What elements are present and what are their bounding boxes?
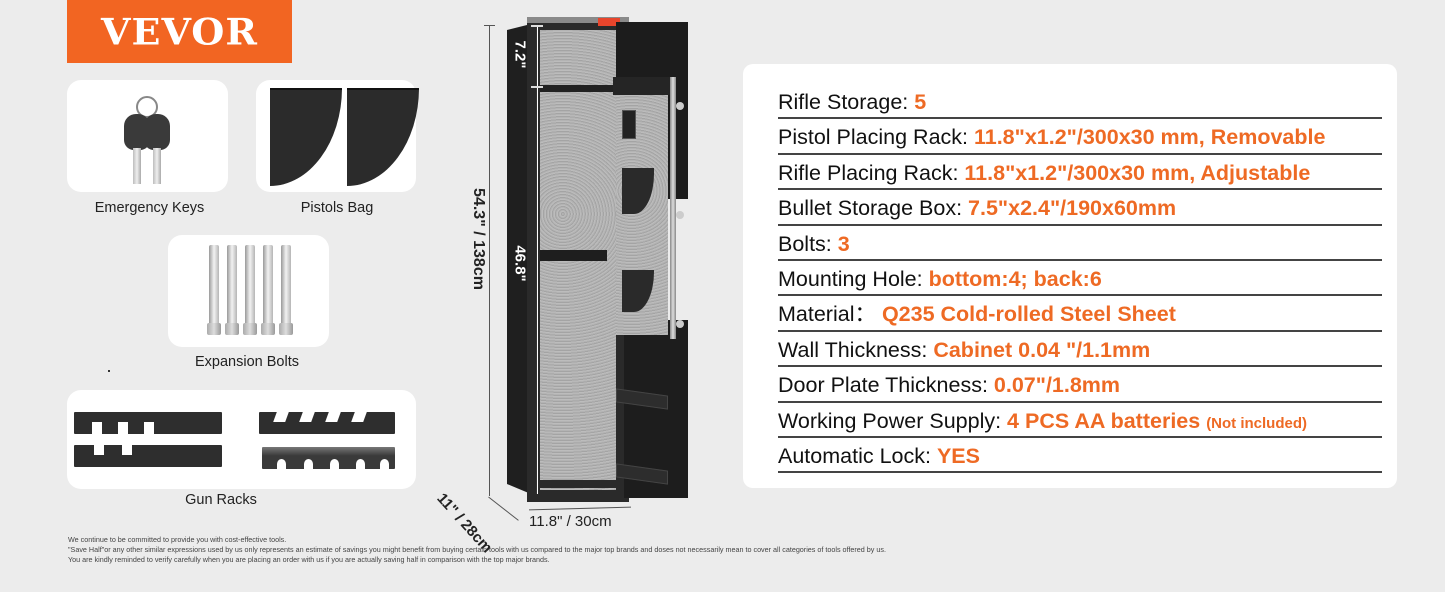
spec-label: Mounting Hole: bbox=[778, 267, 929, 291]
spec-value: 0.07"/1.8mm bbox=[993, 373, 1121, 398]
spec-value: 5 bbox=[914, 90, 927, 114]
spec-label: Bolts: bbox=[778, 231, 838, 256]
spec-label: Pistol Placing Rack: bbox=[778, 125, 974, 150]
spec-value: 11.8"x1.2"/300x30 mm, Removable bbox=[973, 125, 1326, 150]
inner-height-label: 46.8" bbox=[511, 245, 529, 282]
spec-row-wall-thickness: Wall Thickness: Cabinet 0.04 "/1.1mm bbox=[778, 332, 1382, 368]
cabinet-label-tag bbox=[598, 18, 620, 26]
depth-dimension-line bbox=[488, 496, 519, 521]
spec-row-automatic-lock: Automatic Lock: YES bbox=[778, 438, 1382, 474]
accessory-label-bolts: Expansion Bolts bbox=[195, 354, 299, 370]
spec-value: 3 bbox=[837, 231, 850, 256]
accessory-card-keys bbox=[67, 80, 228, 192]
rifle-rack-inner bbox=[540, 250, 607, 261]
spec-label: Rifle Placing Rack: bbox=[778, 160, 965, 185]
door-bolt-2 bbox=[676, 211, 684, 219]
door-bolt-1 bbox=[676, 102, 684, 110]
spec-row-bullet-box: Bullet Storage Box: 7.5"x2.4"/190x60mm bbox=[778, 190, 1382, 226]
spec-row-material: Material： Q235 Cold-rolled Steel Sheet bbox=[778, 296, 1382, 332]
gun-racks-icon bbox=[67, 390, 416, 489]
expansion-bolts-icon bbox=[201, 241, 297, 341]
disclaimer-line: We continue to be committed to provide y… bbox=[68, 535, 287, 544]
spec-label: Wall Thickness: bbox=[778, 337, 934, 362]
spec-value: 4 PCS AA batteries bbox=[1007, 408, 1207, 433]
spec-note: (Not included) bbox=[1206, 414, 1308, 432]
logo-text: VEVOR bbox=[101, 10, 258, 53]
spec-row-rifle-rack: Rifle Placing Rack: 11.8"x1.2"/300x30 mm… bbox=[778, 155, 1382, 191]
vevor-logo: VEVOR bbox=[67, 0, 292, 63]
spec-row-door-thickness: Door Plate Thickness: 0.07"/1.8mm bbox=[778, 367, 1382, 403]
spec-label: Automatic Lock: bbox=[778, 444, 937, 468]
spec-value: bottom:4; back:6 bbox=[928, 267, 1102, 291]
spec-row-bolts: Bolts: 3 bbox=[778, 226, 1382, 261]
accessory-card-pistol-bag bbox=[256, 80, 419, 192]
height-dim-tick-top bbox=[484, 25, 495, 26]
spec-value: 7.5"x2.4"/190x60mm bbox=[968, 196, 1177, 221]
disclaimer-text: We continue to be committed to provide y… bbox=[68, 535, 886, 565]
top-compartment-label: 7.2" bbox=[511, 40, 529, 69]
stray-dot bbox=[108, 370, 110, 372]
accessory-card-bolts bbox=[168, 235, 329, 347]
accessory-label-gun-racks: Gun Racks bbox=[185, 492, 257, 508]
inner-dimension-line bbox=[536, 26, 538, 494]
width-label: 11.8" / 30cm bbox=[529, 513, 612, 530]
disclaimer-line: "Save Half"or any other similar expressi… bbox=[68, 545, 886, 554]
spec-value: 11.8"x1.2"/300x30 mm, Adjustable bbox=[964, 160, 1311, 185]
accessory-card-gun-racks bbox=[67, 390, 416, 489]
spec-value: Cabinet 0.04 "/1.1mm bbox=[933, 337, 1151, 362]
inner-dim-tick-1 bbox=[531, 25, 543, 27]
spec-label: Door Plate Thickness: bbox=[778, 373, 994, 398]
disclaimer-line: You are kindly reminded to verify carefu… bbox=[68, 555, 550, 564]
spec-value: Q235 Cold-rolled Steel Sheet bbox=[881, 302, 1176, 327]
door-bolt-bar bbox=[670, 77, 676, 339]
specifications-panel: Rifle Storage: 5 Pistol Placing Rack: 11… bbox=[743, 64, 1397, 488]
door-top-bracket bbox=[613, 77, 670, 95]
spec-row-power-supply: Working Power Supply: 4 PCS AA batteries… bbox=[778, 403, 1382, 438]
spec-label: Working Power Supply: bbox=[778, 408, 1008, 433]
bullet-box bbox=[622, 110, 636, 139]
spec-row-rifle-storage: Rifle Storage: 5 bbox=[778, 84, 1382, 120]
gun-safe-cabinet-image: 54.3" / 138cm 7.2" 46.8" 11" / 28cm 11.8… bbox=[433, 0, 740, 556]
height-dimension-line bbox=[489, 26, 490, 496]
accessory-label-keys: Emergency Keys bbox=[94, 200, 205, 216]
spec-label: Bullet Storage Box: bbox=[778, 196, 969, 221]
spec-row-pistol-rack: Pistol Placing Rack: 11.8"x1.2"/300x30 m… bbox=[778, 119, 1382, 155]
keys-icon bbox=[118, 86, 178, 186]
accessory-label-pistol-bag: Pistols Bag bbox=[300, 200, 374, 216]
bottom-rail bbox=[540, 480, 616, 488]
spec-label: Rifle Storage: bbox=[778, 90, 915, 114]
door-bolt-3 bbox=[676, 320, 684, 328]
spec-label: Material： bbox=[778, 302, 882, 327]
height-total-label: 54.3" / 138cm bbox=[469, 188, 487, 290]
top-shelf bbox=[540, 85, 616, 92]
spec-value: YES bbox=[936, 444, 980, 468]
width-dimension-line bbox=[529, 506, 631, 511]
pistol-bag-icon bbox=[261, 86, 419, 186]
inner-dim-tick-2 bbox=[531, 86, 543, 88]
spec-row-mounting-hole: Mounting Hole: bottom:4; back:6 bbox=[778, 261, 1382, 297]
